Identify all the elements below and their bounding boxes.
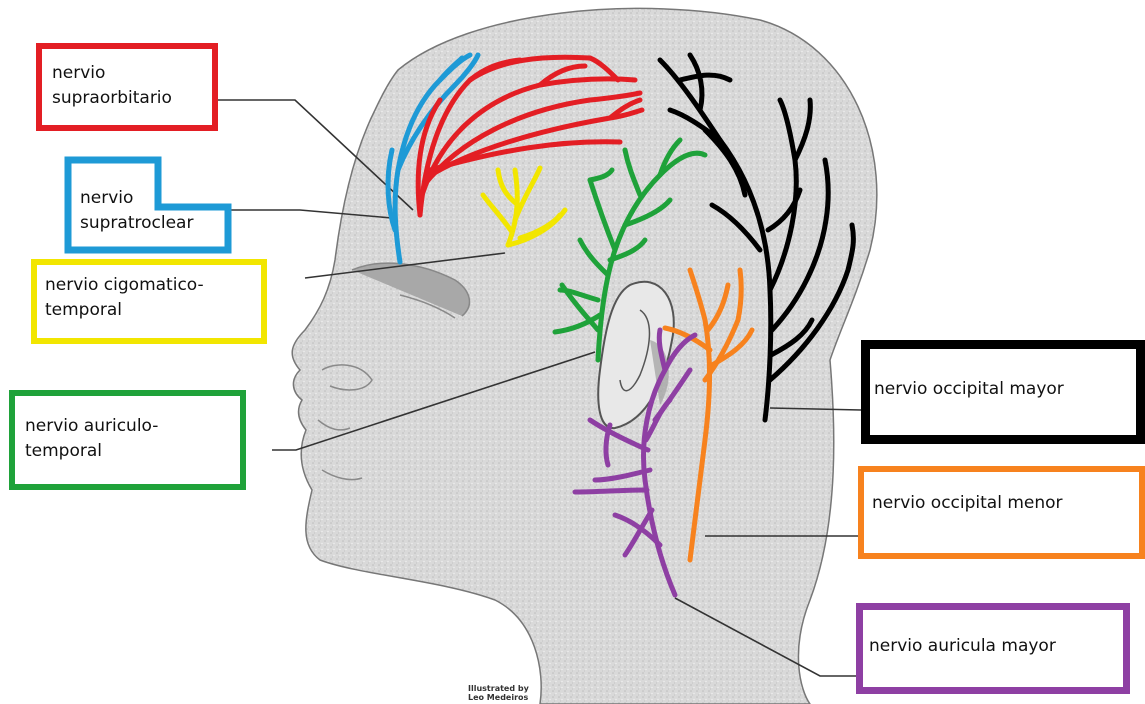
label-text-auricula-mayor: nervio auricula mayor <box>869 634 1123 659</box>
label-text-cigomatico: nervio cigomatico- temporal <box>45 273 261 323</box>
label-text-occipital-menor: nervio occipital menor <box>872 491 1139 516</box>
label-text-supraorbitario: nervio supraorbitario <box>52 61 212 111</box>
label-nervio-supratroclear: nervio supratroclear <box>70 184 220 254</box>
label-nervio-cigomatico-temporal: nervio cigomatico- temporal <box>31 259 267 344</box>
label-text-occipital-mayor: nervio occipital mayor <box>874 377 1136 402</box>
label-nervio-occipital-mayor: nervio occipital mayor <box>861 340 1145 444</box>
illustrator-credit: Illustrated by Leo Medeiros <box>468 684 529 702</box>
label-text-auriculotemporal: nervio auriculo- temporal <box>25 414 240 464</box>
label-nervio-auricula-mayor: nervio auricula mayor <box>856 603 1130 694</box>
label-nervio-occipital-menor: nervio occipital menor <box>858 466 1145 559</box>
label-nervio-auriculotemporal: nervio auriculo- temporal <box>9 390 246 490</box>
label-nervio-supraorbitario: nervio supraorbitario <box>36 43 218 131</box>
label-text-supratroclear: nervio supratroclear <box>80 186 220 236</box>
